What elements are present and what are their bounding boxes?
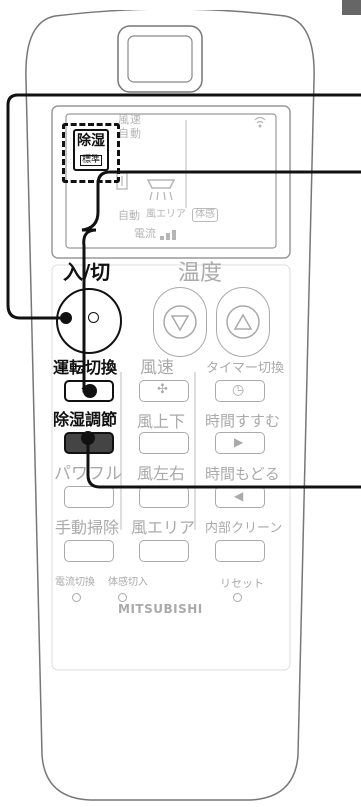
temperature-down-button[interactable] — [153, 287, 207, 357]
power-button-dot — [88, 312, 99, 323]
fan-speed-label: 風速 — [140, 358, 174, 378]
manual-clean-label: 手動掃除 — [55, 518, 120, 537]
vane-updown-label: 風上下 — [137, 412, 186, 431]
temperature-label: 温度 — [178, 261, 223, 286]
lcd-body-sense: 体感 — [192, 208, 218, 222]
body-sense-on-label: 体感切入 — [108, 577, 148, 588]
time-back-label: 時間もどる — [205, 465, 280, 483]
lcd-fan-speed-2: 速 — [130, 113, 141, 126]
internal-clean-button[interactable] — [215, 540, 265, 562]
wind-area-icon — [146, 179, 176, 201]
wind-area-button[interactable] — [139, 540, 189, 562]
mode-indicator: 除湿 標準 — [73, 129, 109, 171]
wind-area-label: 風エリア — [131, 518, 196, 537]
mode-label: 除湿 — [77, 133, 105, 149]
dehumid-adjust-label: 除湿調節 — [53, 410, 118, 429]
corner-tab — [342, 0, 361, 15]
current-level-icon — [160, 230, 176, 240]
reset-button[interactable] — [233, 593, 242, 602]
time-forward-button[interactable]: ▶ — [215, 432, 265, 454]
lcd-auto-top-1: 自 — [118, 127, 129, 140]
play-forward-icon: ▶ — [234, 435, 244, 449]
lcd-auto-bottom: 自動 — [118, 209, 140, 222]
vane-updown-button[interactable] — [139, 432, 189, 454]
reset-label: リセット — [220, 577, 264, 590]
lcd-fan-speed-1: 風 — [118, 113, 129, 126]
lcd-wind-area: 風エリア — [146, 209, 186, 220]
temperature-up-button[interactable] — [216, 287, 270, 357]
mode-highlight-box — [62, 123, 120, 183]
body-sense-on-button[interactable] — [118, 593, 127, 602]
internal-clean-label: 内部クリーン — [205, 521, 283, 536]
current-switch-button[interactable] — [72, 593, 81, 602]
manual-clean-button[interactable] — [64, 540, 114, 562]
triangle-down-icon — [163, 305, 197, 339]
time-forward-label: 時間すすむ — [205, 412, 281, 430]
fan-speed-button[interactable]: ✣ — [139, 380, 189, 402]
triangle-up-icon — [226, 305, 260, 339]
signal-icon — [254, 116, 266, 128]
lcd-auto-top-2: 動 — [130, 127, 141, 140]
play-back-icon: ◀ — [234, 489, 244, 503]
fan-icon: ✣ — [157, 382, 168, 397]
clock-icon: ◷ — [232, 382, 245, 398]
current-switch-label: 電流切換 — [55, 577, 95, 588]
power-label: 入/切 — [63, 260, 111, 284]
powerful-button[interactable] — [64, 486, 114, 508]
timer-switch-button[interactable]: ◷ — [215, 380, 265, 402]
lcd-current: 電流 — [134, 227, 156, 240]
vane-leftright-label: 風左右 — [137, 464, 186, 483]
timer-switch-label: タイマー切換 — [206, 361, 285, 376]
brand-logo: MITSUBISHI — [118, 602, 203, 616]
mode-sub-label: 標準 — [80, 155, 103, 166]
